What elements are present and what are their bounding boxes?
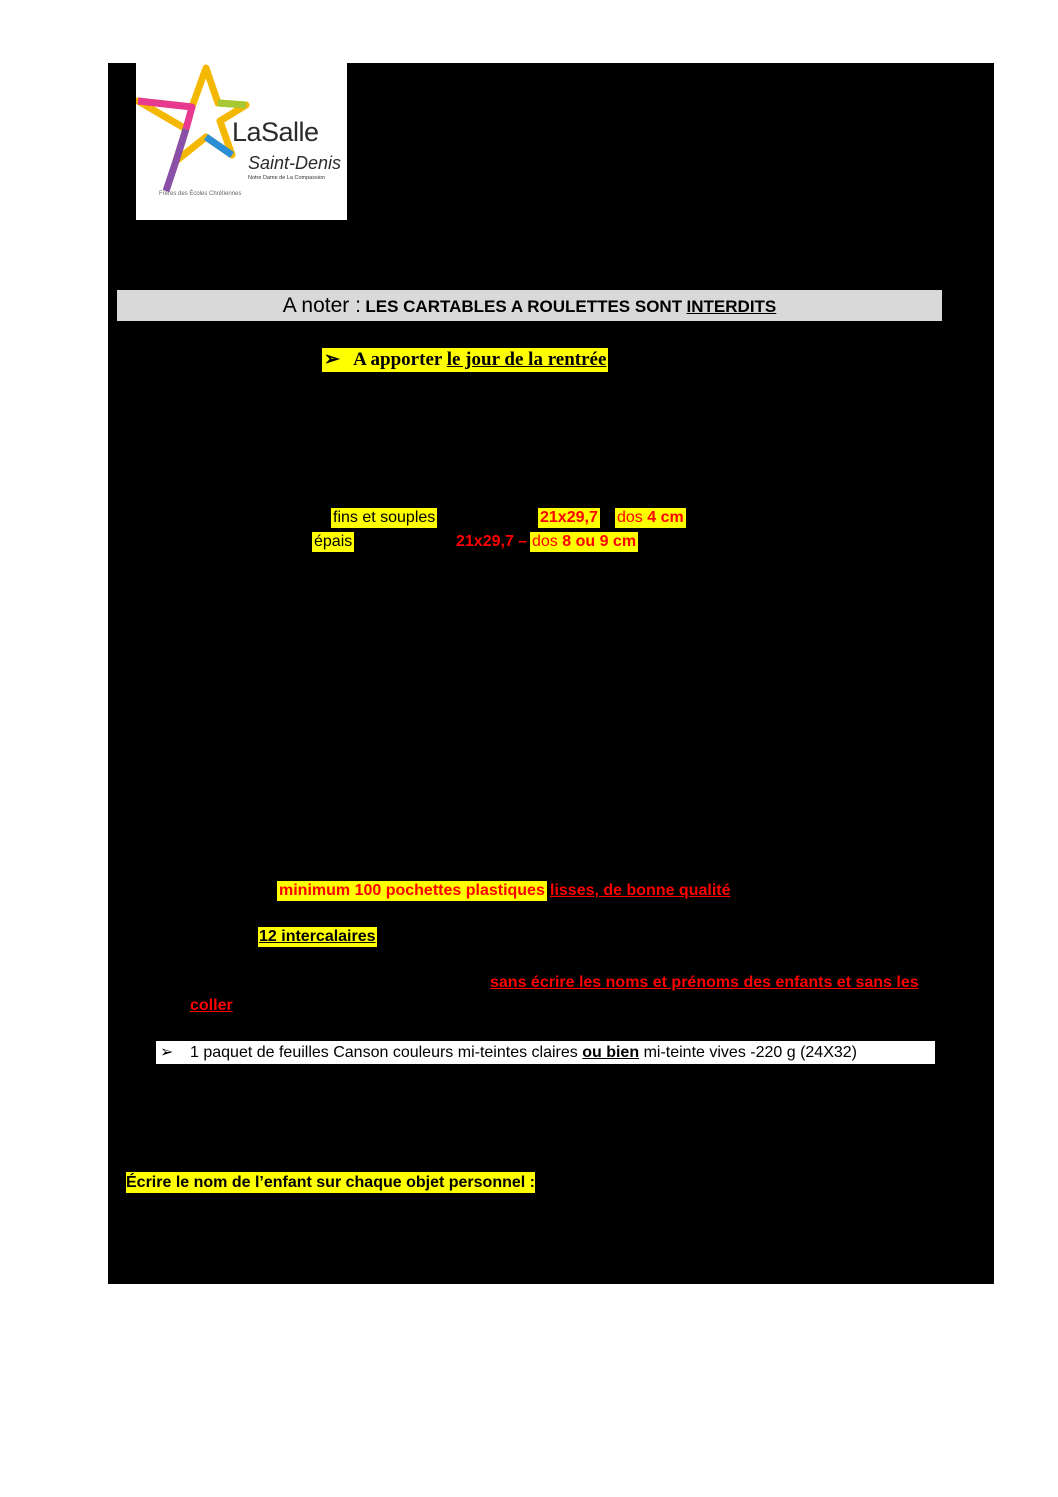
binder-thin-label: fins et souples <box>331 508 438 528</box>
notice-banner: A noter : LES CARTABLES A ROULETTES SONT… <box>117 290 942 321</box>
canson-arrow-icon: ➢ <box>160 1044 174 1061</box>
no-name-line2: coller <box>190 997 233 1014</box>
canson-text: 1 paquet de feuilles Canson couleurs mi-… <box>190 1041 857 1064</box>
binder-thin-size: 21x29,7 <box>538 508 600 528</box>
canson-text-before: 1 paquet de feuilles Canson couleurs mi-… <box>190 1044 578 1061</box>
binder-thin-spine-label: dos <box>617 509 643 526</box>
pockets-quality: lisses, de bonne qualité <box>550 882 731 899</box>
notice-emphasis: INTERDITS <box>686 297 777 316</box>
dividers-label: 12 intercalaires <box>258 927 377 947</box>
logo-city-text: Saint-Denis <box>248 153 342 173</box>
no-name-line1: sans écrire les noms et prénoms des enfa… <box>490 974 919 991</box>
binder-thin-spine: dos 4 cm <box>615 508 686 528</box>
binder-thick-label: épais <box>312 532 355 552</box>
pockets-count: minimum 100 pochettes plastiques <box>277 881 547 901</box>
binder-thick-spine-value: 8 ou 9 cm <box>562 533 637 550</box>
name-instruction: Écrire le nom de l’enfant sur chaque obj… <box>126 1172 535 1193</box>
bring-heading-emphasis: le jour de la rentrée <box>446 349 607 370</box>
bring-heading-text: A apporter <box>353 349 442 370</box>
canson-text-after: mi-teinte vives -220 g (24X32) <box>643 1044 857 1061</box>
school-logo: LaSalle Saint-Denis Notre Dame de La Com… <box>136 63 347 220</box>
bring-heading: ➢ A apporter le jour de la rentrée <box>322 348 609 372</box>
bring-arrow-icon: ➢ <box>324 349 340 370</box>
star-logo-icon <box>136 64 250 193</box>
notice-lead: A noter : <box>282 294 361 317</box>
binder-thick-spine-label: dos <box>532 533 558 550</box>
redacted-content-area <box>108 63 994 1284</box>
binder-thin-spine-value: 4 cm <box>647 509 684 526</box>
binder-thick-size: 21x29,7 – <box>456 533 528 550</box>
binder-thick-spine: dos 8 ou 9 cm <box>530 532 639 552</box>
logo-subtitle: Notre Dame de La Compassion <box>248 175 326 181</box>
notice-text: LES CARTABLES A ROULETTES SONT <box>365 297 683 316</box>
canson-or: ou bien <box>582 1044 640 1061</box>
logo-brand-text: LaSalle <box>232 117 319 147</box>
logo-tagline: Frères des Écoles Chrétiennes <box>159 191 242 197</box>
canson-item: ➢ 1 paquet de feuilles Canson couleurs m… <box>156 1041 935 1064</box>
